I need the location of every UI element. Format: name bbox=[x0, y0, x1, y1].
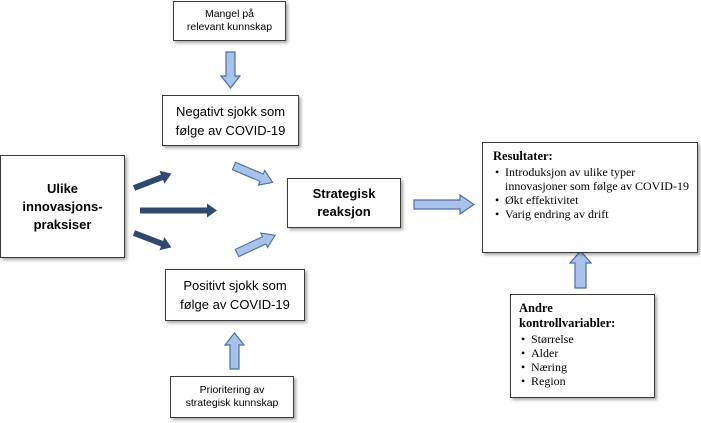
list-item: Alder bbox=[521, 346, 648, 360]
list-item: Størrelse bbox=[521, 332, 648, 346]
list-item: Region bbox=[521, 374, 648, 388]
box-strategisk-reaksjon: Strategisk reaksjon bbox=[287, 178, 401, 228]
dark-arrow-right bbox=[140, 203, 217, 218]
arrow-negativt-to-strategisk bbox=[231, 161, 274, 186]
box-line: følge av COVID-19 bbox=[180, 297, 290, 312]
box-line: relevant kunnskap bbox=[186, 21, 273, 33]
box-positivt-sjokk: Positivt sjokk som følge av COVID-19 bbox=[165, 269, 305, 321]
box-line: praksiser bbox=[33, 216, 92, 232]
dark-arrow-down-right bbox=[132, 230, 172, 251]
andre-list: Størrelse Alder Næring Region bbox=[519, 332, 648, 388]
box-line: Strategisk bbox=[312, 186, 376, 201]
arrow-strategisk-to-resultater bbox=[413, 193, 476, 216]
resultater-list: Introduksjon av ulike typer innovasjoner… bbox=[493, 165, 689, 221]
resultater-title: Resultater: bbox=[493, 149, 553, 163]
arrow-down-top bbox=[219, 51, 242, 89]
andre-title-line: Andre bbox=[519, 301, 553, 315]
box-line: Mangel på bbox=[204, 8, 255, 20]
box-line: Negativt sjokk som bbox=[175, 103, 286, 119]
dark-arrow-up-right bbox=[132, 170, 172, 191]
box-andre-kontrollvariabler: Andre kontrollvariabler: Størrelse Alder… bbox=[510, 294, 655, 398]
box-line: Positivt sjokk som bbox=[183, 278, 287, 293]
box-line: strategisk kunnskap bbox=[185, 397, 279, 409]
list-item: Varig endring av drift bbox=[495, 207, 689, 221]
box-prioritering-kunnskap: Prioritering av strategisk kunnskap bbox=[170, 376, 294, 418]
list-item: Økt effektivitet bbox=[495, 193, 689, 207]
box-mangel-kunnskap: Mangel på relevant kunnskap bbox=[173, 1, 286, 41]
box-line: følge av COVID-19 bbox=[175, 122, 286, 138]
box-line: Ulike bbox=[46, 180, 79, 196]
arrow-up-bottom bbox=[223, 332, 246, 370]
box-ulike-innovasjonspraksiser: Ulike innovasjons- praksiser bbox=[0, 155, 125, 258]
box-resultater: Resultater: Introduksjon av ulike typer … bbox=[482, 142, 698, 253]
andre-title-line: kontrollvariabler: bbox=[519, 316, 616, 330]
box-line: reaksjon bbox=[317, 204, 371, 219]
arrow-positivt-to-strategisk bbox=[234, 232, 276, 258]
list-item: Næring bbox=[521, 360, 648, 374]
arrow-andre-to-resultater bbox=[568, 250, 593, 289]
box-line: Prioritering av bbox=[199, 384, 265, 396]
box-negativt-sjokk: Negativt sjokk som følge av COVID-19 bbox=[162, 95, 299, 146]
list-item: Introduksjon av ulike typer innovasjoner… bbox=[495, 165, 689, 193]
box-line: innovasjons- bbox=[22, 198, 103, 214]
